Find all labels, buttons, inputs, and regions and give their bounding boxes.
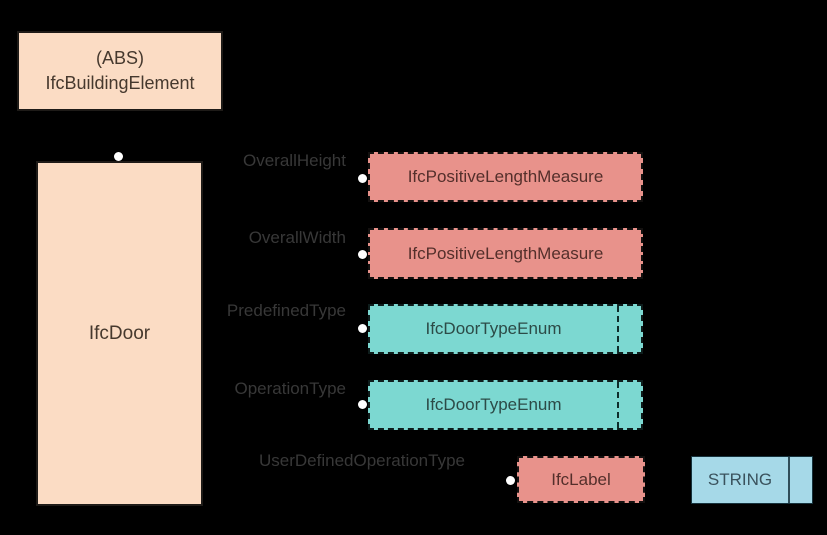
attr-label-overallwidth: OverallWidth: [248, 228, 346, 247]
ifcdoortypeenum-label-1: IfcDoorTypeEnum: [425, 319, 562, 338]
connector-dot-supertype: [114, 152, 123, 161]
simple-type-stripe-icon: [788, 457, 790, 503]
ifclabel-label: IfcLabel: [551, 469, 611, 489]
ifcpositivelengthmeasure-label-2: IfcPositiveLengthMeasure: [407, 243, 604, 263]
enum-stripe-icon: [617, 382, 619, 428]
enum-stripe-icon: [617, 306, 619, 352]
type-box-ifclabel: IfcLabel: [517, 456, 645, 503]
connector-dot-operationtype: [358, 400, 367, 409]
attr-label-overallheight: OverallHeight: [243, 151, 346, 170]
node-ifcbuildingelement: (ABS) IfcBuildingElement: [17, 31, 223, 111]
ifcbuildingelement-label: IfcBuildingElement: [45, 73, 195, 93]
type-box-string: STRING: [691, 456, 813, 504]
ifcpositivelengthmeasure-label-1: IfcPositiveLengthMeasure: [407, 167, 604, 186]
node-ifcdoor: IfcDoor: [36, 161, 203, 506]
connector-dot-userdefinedoperationtype: [506, 476, 515, 485]
attr-label-operationtype: OperationType: [234, 379, 346, 398]
type-box-ifcdoortypeenum-1: IfcDoorTypeEnum: [368, 304, 643, 354]
attr-label-predefinedtype: PredefinedType: [226, 301, 346, 320]
connector-dot-predefinedtype: [358, 324, 367, 333]
attr-label-userdefinedoperationtype: UserDefinedOperationType: [258, 451, 465, 470]
ifcdoortypeenum-label-2: IfcDoorTypeEnum: [425, 395, 562, 414]
type-box-ifcpositivelengthmeasure-2: IfcPositiveLengthMeasure: [368, 228, 643, 279]
abs-prefix-label: (ABS): [95, 48, 144, 68]
connector-dot-overallwidth: [358, 250, 367, 259]
ifcdoor-label: IfcDoor: [88, 323, 151, 344]
string-label: STRING: [707, 470, 773, 489]
type-box-ifcpositivelengthmeasure-1: IfcPositiveLengthMeasure: [368, 152, 643, 202]
connector-dot-overallheight: [358, 174, 367, 183]
type-box-ifcdoortypeenum-2: IfcDoorTypeEnum: [368, 380, 643, 430]
